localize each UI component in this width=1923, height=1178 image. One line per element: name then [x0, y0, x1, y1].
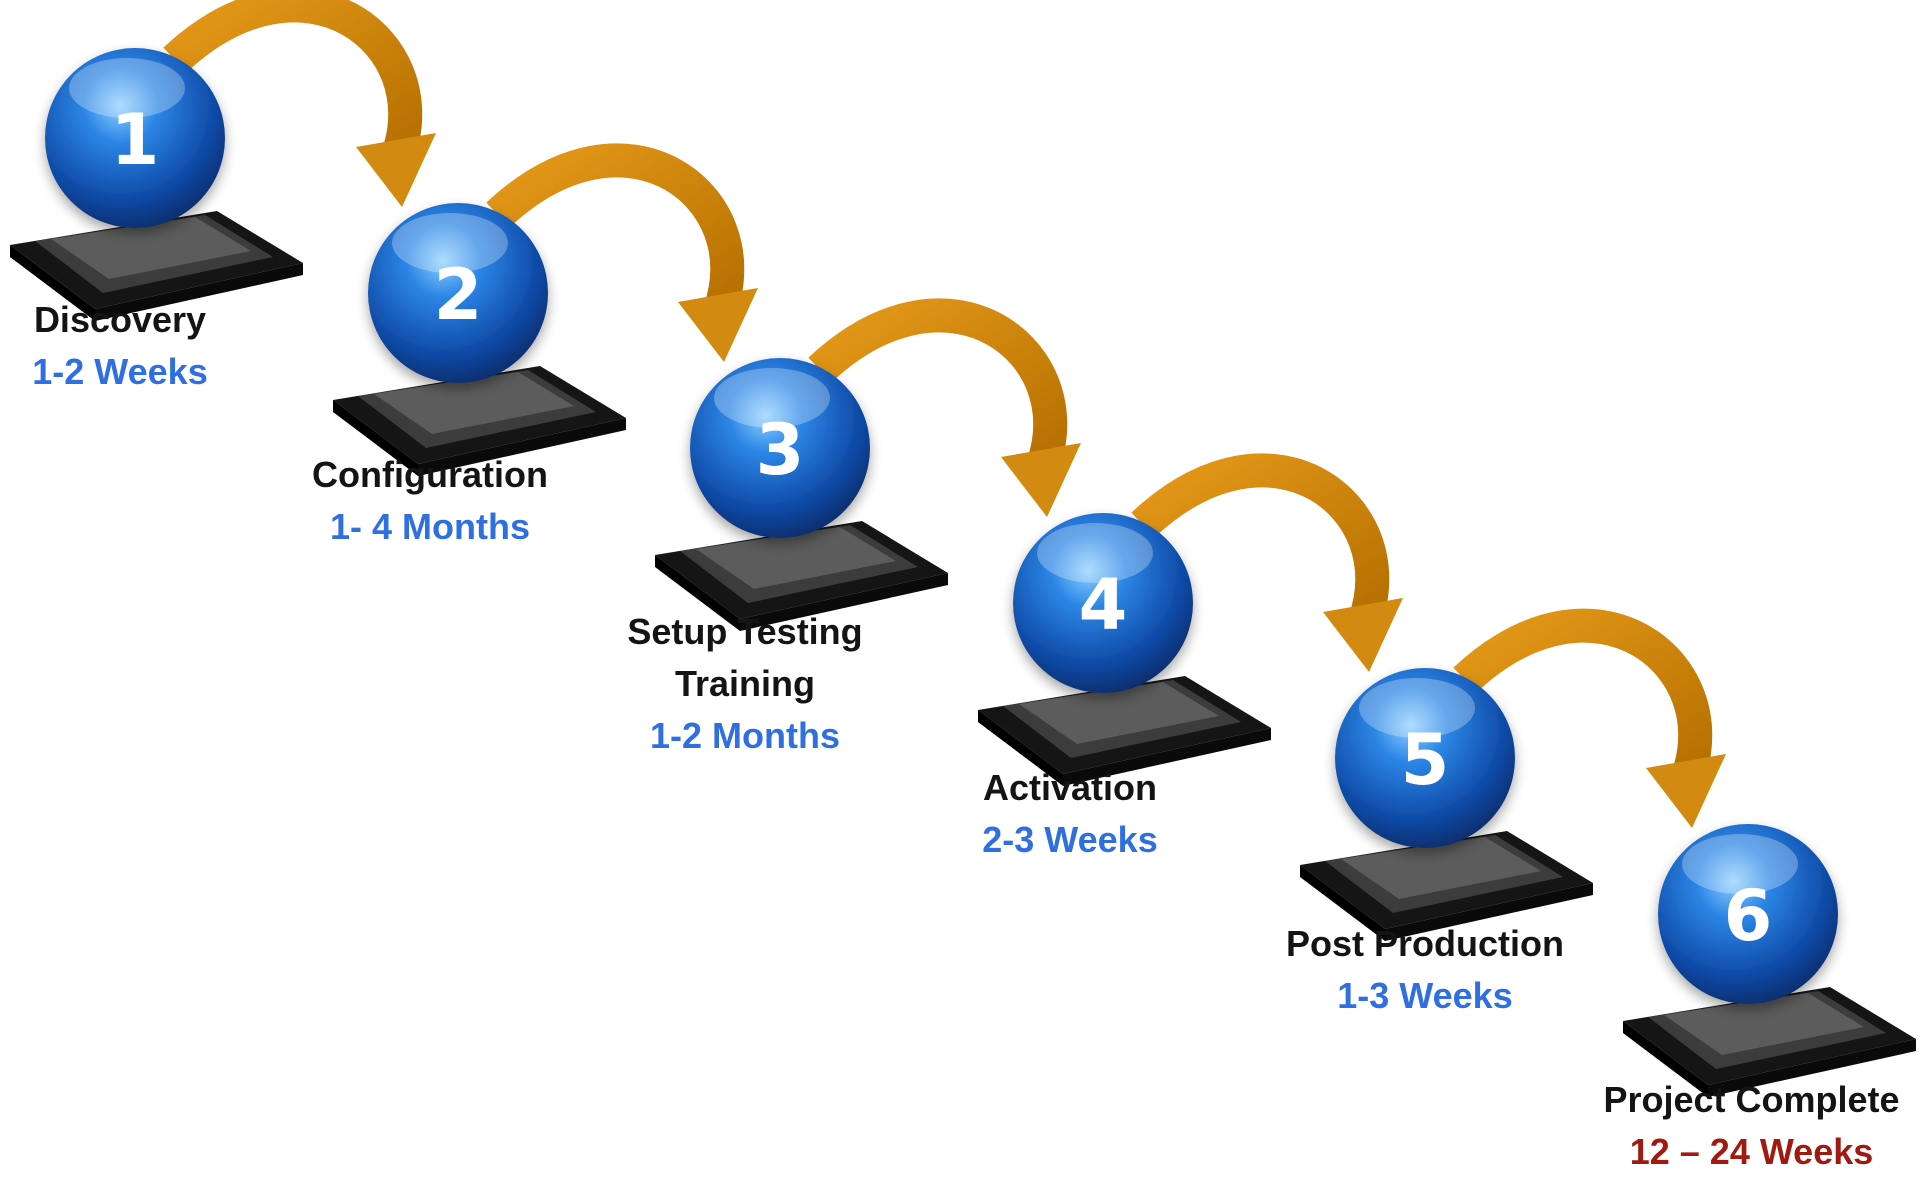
- arrow-3-to-4: [808, 298, 1081, 517]
- step-5-duration: 1-3 Weeks: [1337, 975, 1513, 1016]
- step-4-label: Activation 2-3 Weeks: [920, 762, 1220, 866]
- step-6-name: Project Complete: [1603, 1079, 1900, 1120]
- arrow-body: [163, 0, 423, 161]
- step-5-label: Post Production 1-3 Weeks: [1255, 918, 1595, 1022]
- sphere-gloss: [1682, 834, 1798, 894]
- step-2-number: 2: [434, 254, 483, 336]
- arrow-head: [1001, 443, 1081, 517]
- arrow-1-to-2: [163, 0, 436, 207]
- arrow-head: [356, 133, 436, 207]
- step-1-label: Discovery 1-2 Weeks: [0, 294, 240, 398]
- step-1-marker: 1: [10, 48, 303, 321]
- step-3-duration: 1-2 Months: [649, 715, 840, 756]
- arrow-body: [1453, 608, 1713, 782]
- step-2-marker: 2: [333, 203, 626, 476]
- step-3-label: Setup Testing Training 1-2 Months: [590, 606, 900, 762]
- step-4-name: Activation: [982, 767, 1158, 808]
- arrow-head: [1646, 754, 1726, 828]
- arrow-body: [486, 143, 745, 316]
- step-6-sphere: [1658, 824, 1838, 1004]
- step-6-marker: 6: [1623, 824, 1916, 1097]
- step-5-sphere: [1335, 668, 1515, 848]
- step-6-number: 6: [1724, 875, 1773, 957]
- arrow-2-to-3: [486, 143, 758, 362]
- arrow-4-to-5: [1131, 453, 1403, 672]
- step-2-duration: 1- 4 Months: [329, 506, 530, 547]
- step-4-sphere: [1013, 513, 1193, 693]
- step-3-name-line-1: Setup Testing: [627, 611, 863, 652]
- step-5-name: Post Production: [1286, 923, 1564, 964]
- sphere-gloss: [392, 213, 508, 273]
- step-3-sphere: [690, 358, 870, 538]
- step-1-name: Discovery: [33, 299, 207, 340]
- sphere-gloss: [1037, 523, 1153, 583]
- step-3-name-line-2: Training: [674, 663, 815, 704]
- step-1-sphere: [45, 48, 225, 228]
- arrow-5-to-6: [1453, 608, 1726, 828]
- step-2-name: Configuration: [312, 454, 548, 495]
- step-6-duration: 12 – 24 Weeks: [1629, 1131, 1874, 1172]
- step-3-marker: 3: [655, 358, 948, 631]
- step-5-marker: 5: [1300, 668, 1593, 941]
- step-4-number: 4: [1079, 564, 1128, 646]
- step-6-label: Project Complete 12 – 24 Weeks: [1580, 1074, 1923, 1178]
- step-1-duration: 1-2 Weeks: [32, 351, 208, 392]
- arrow-body: [1131, 453, 1390, 626]
- step-4-marker: 4: [978, 513, 1271, 786]
- step-5-number: 5: [1401, 719, 1450, 801]
- step-4-duration: 2-3 Weeks: [982, 819, 1158, 860]
- step-1-number: 1: [111, 99, 160, 181]
- sphere-gloss: [1359, 678, 1475, 738]
- arrow-body: [808, 298, 1068, 471]
- step-2-label: Configuration 1- 4 Months: [270, 449, 590, 553]
- sphere-gloss: [714, 368, 830, 428]
- step-2-sphere: [368, 203, 548, 383]
- arrow-head: [678, 288, 758, 362]
- arrow-head: [1323, 598, 1403, 672]
- step-3-number: 3: [756, 409, 805, 491]
- sphere-gloss: [69, 58, 185, 118]
